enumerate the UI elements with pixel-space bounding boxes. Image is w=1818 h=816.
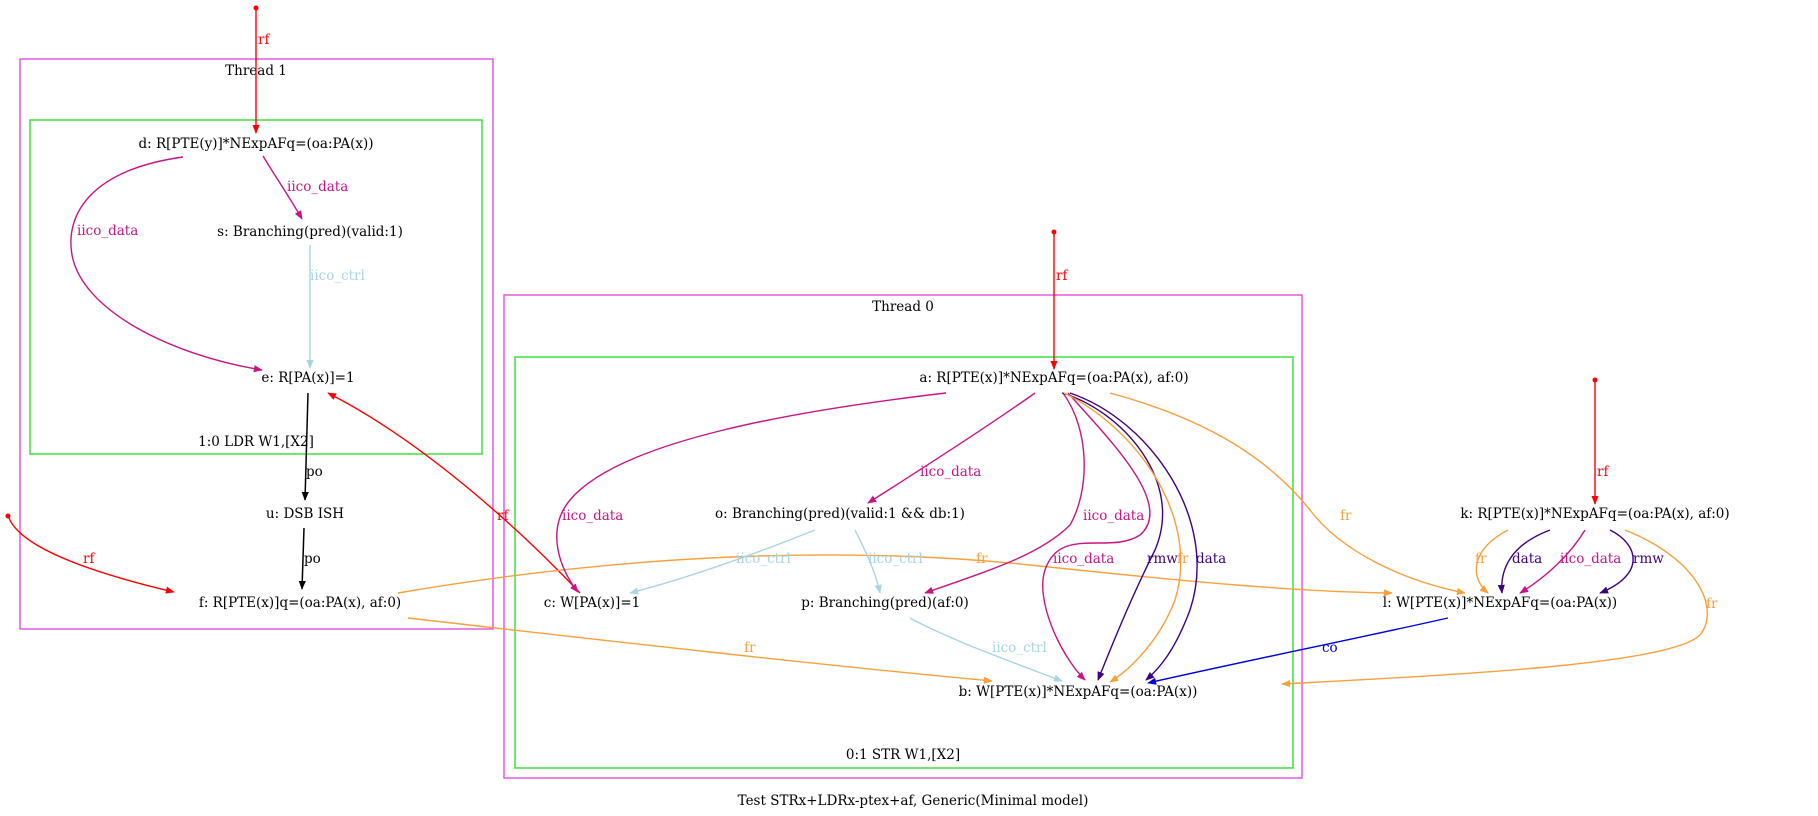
- edge-label-iico-data-a-p: iico_data: [1083, 508, 1144, 524]
- edge-label-rf-init-d: rf: [258, 32, 270, 48]
- edge-label-iico-ctrl-p-b: iico_ctrl: [992, 640, 1047, 656]
- thread-0-instruction-label: 0:1 STR W1,[X2]: [846, 747, 960, 763]
- edge-label-rmw-a-b: rmw: [1147, 551, 1178, 567]
- edge-label-fr-k-l-left: fr: [1475, 551, 1487, 567]
- edge-label-fr-a-b: fr: [1177, 551, 1189, 567]
- node-k: k: R[PTE(x)]*NExpAFq=(oa:PA(x), af:0): [1460, 506, 1729, 522]
- edge-label-rf-c-e: rf: [497, 508, 509, 524]
- edge-label-iico-data-k-l: iico_data: [1560, 551, 1621, 567]
- edge-label-rf-init-k: rf: [1597, 464, 1609, 480]
- edge-po-u-f: [298, 527, 306, 590]
- node-l: l: W[PTE(x)]*NExpAFq=(oa:PA(x)): [1383, 595, 1617, 611]
- node-u: u: DSB ISH: [266, 506, 344, 522]
- edge-label-iico-data-d-e: iico_data: [77, 223, 138, 239]
- edge-iico-data-a-c: [556, 392, 947, 593]
- init-dot-a: [1051, 229, 1057, 235]
- edge-label-iico-ctrl-s-e: iico_ctrl: [310, 268, 365, 284]
- init-dot-f: [5, 513, 11, 519]
- edge-label-iico-data-d-s: iico_data: [287, 179, 348, 195]
- edge-label-iico-data-a-o: iico_data: [920, 464, 981, 480]
- thread-0-label: Thread 0: [872, 299, 934, 315]
- edge-iico-data-k-l: [1519, 529, 1586, 594]
- edge-iico-data-d-s: [262, 155, 303, 220]
- edge-label-fr-k-b: fr: [1706, 596, 1718, 612]
- node-a: a: R[PTE(x)]*NExpAFq=(oa:PA(x), af:0): [919, 370, 1188, 386]
- diagram-caption: Test STRx+LDRx-ptex+af, Generic(Minimal …: [738, 793, 1089, 809]
- node-c: c: W[PA(x)]=1: [544, 595, 640, 611]
- edge-label-fr-f-b: fr: [744, 640, 756, 656]
- edge-fr-k-b: [1281, 529, 1708, 688]
- node-f: f: R[PTE(x)]q=(oa:PA(x), af:0): [199, 595, 401, 611]
- edge-fr-a-l: [1109, 392, 1466, 595]
- node-b: b: W[PTE(x)]*NExpAFq=(oa:PA(x)): [959, 684, 1198, 700]
- edge-iico-data-a-o: [867, 392, 1036, 504]
- edge-iico-ctrl-o-p: [854, 529, 882, 594]
- edge-label-iico-data-a-b: iico_data: [1053, 551, 1114, 567]
- edge-label-iico-ctrl-o-c: iico_ctrl: [736, 551, 791, 567]
- node-o: o: Branching(pred)(valid:1 && db:1): [715, 506, 965, 522]
- node-p: p: Branching(pred)(af:0): [801, 595, 968, 611]
- edge-label-fr-a-l: fr: [1340, 508, 1352, 524]
- init-dot-d: [253, 5, 259, 11]
- thread-1-instruction-label: 1:0 LDR W1,[X2]: [198, 434, 314, 450]
- edge-label-fr-f-l: fr: [976, 551, 988, 567]
- edge-fr-f-b: [407, 617, 993, 684]
- edge-fr-f-l: [397, 554, 1393, 597]
- edge-fr-k-l-left: [1475, 529, 1509, 594]
- edge-label-data-k-l: data: [1512, 551, 1542, 567]
- edge-rf-init-f: [8, 517, 175, 594]
- node-e: e: R[PA(x)]=1: [261, 370, 354, 386]
- edge-label-po-e-u: po: [306, 464, 323, 480]
- edge-rmw-k-l: [1599, 529, 1634, 594]
- thread-1-instruction-cluster: [29, 119, 483, 455]
- thread-0-cluster: [503, 294, 1303, 779]
- edge-iico-ctrl-p-b: [909, 617, 1063, 682]
- edge-label-rf-init-a: rf: [1056, 268, 1068, 284]
- edge-label-iico-ctrl-o-p: iico_ctrl: [868, 551, 923, 567]
- edge-iico-data-a-b: [1042, 392, 1151, 681]
- edge-iico-data-d-e: [70, 156, 263, 373]
- edge-iico-ctrl-o-c: [629, 529, 816, 595]
- edge-fr-a-b: [1063, 392, 1182, 683]
- edge-label-co-l-b: co: [1322, 640, 1338, 656]
- node-d: d: R[PTE(y)]*NExpAFq=(oa:PA(x)): [138, 136, 373, 152]
- edge-co-l-b: [1147, 617, 1449, 685]
- thread-0-instruction-cluster: [514, 356, 1294, 769]
- edge-data-k-l: [1497, 529, 1551, 594]
- node-s: s: Branching(pred)(valid:1): [217, 224, 403, 240]
- edge-label-data-a-b: data: [1196, 551, 1226, 567]
- edge-rmw-a-b: [1061, 392, 1164, 681]
- edge-label-rmw-k-l: rmw: [1633, 551, 1664, 567]
- edge-label-rf-init-f: rf: [83, 551, 95, 567]
- edge-iico-data-a-p: [924, 392, 1085, 594]
- edge-data-a-b: [1069, 392, 1198, 681]
- edge-po-e-u: [301, 392, 309, 501]
- init-dot-k: [1592, 377, 1598, 383]
- edge-label-iico-data-a-c: iico_data: [562, 508, 623, 524]
- edge-label-po-u-f: po: [304, 551, 321, 567]
- edge-rf-c-e: [327, 392, 581, 594]
